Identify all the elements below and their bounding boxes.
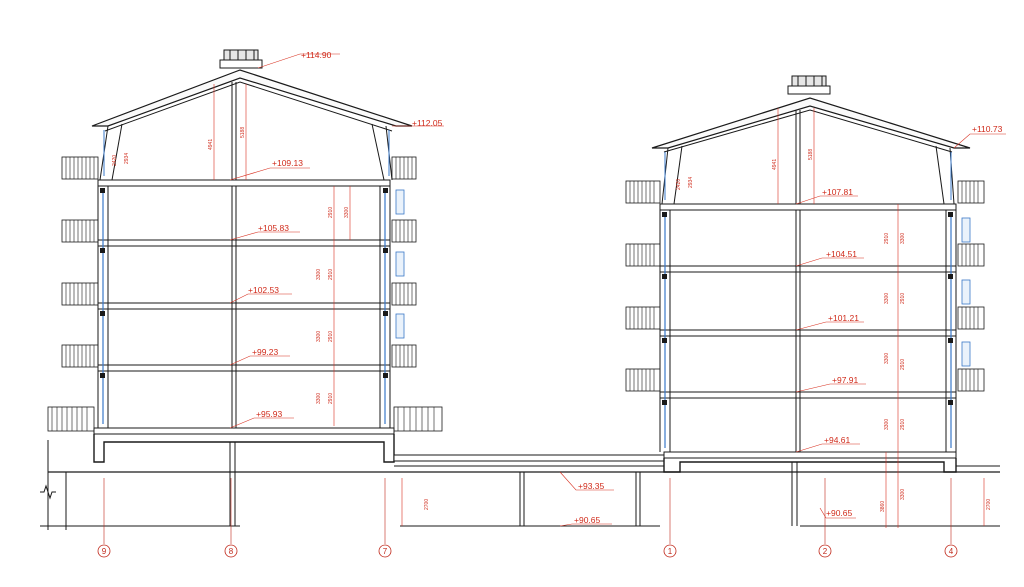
elevation-101-21: +101.21: [828, 313, 859, 323]
dim-2910-left-2: 2910: [328, 269, 334, 280]
elevation-95-93: +95.93: [256, 409, 283, 419]
dim-3300-right-5: 3300: [900, 489, 906, 500]
dim-3300-left-3: 3300: [316, 331, 322, 342]
dim-4941-left: 4941: [208, 139, 214, 150]
elevation-102-53: +102.53: [248, 285, 279, 295]
right-balconies-east: [957, 180, 985, 392]
dim-2910-right-1: 2910: [884, 233, 890, 244]
elevation-110-73: +110.73: [972, 124, 1003, 134]
dim-2910-left-4: 2910: [328, 393, 334, 404]
svg-text:9: 9: [102, 547, 107, 556]
axis-marker-7: 7: [378, 544, 392, 558]
elevation-104-51: +104.51: [826, 249, 857, 259]
dim-2934-left: 2934: [124, 153, 130, 164]
elevation-labels: +114.90 +112.05 +109.13 +105.83 +102.53 …: [248, 50, 1003, 525]
elevation-107-81: +107.81: [822, 187, 853, 197]
dimension-labels: 4941 5188 2420 2934 2910 3300 3300 2910 …: [112, 127, 992, 512]
dim-2910-left-1: 2910: [328, 207, 334, 218]
left-building: [47, 49, 443, 526]
dim-2910-right-3: 2910: [900, 359, 906, 370]
dim-3860-right: 3860: [880, 501, 886, 512]
right-balconies-west: [625, 180, 661, 392]
right-slabs: [659, 203, 957, 459]
right-roof: [651, 97, 971, 149]
elevation-99-23: +99.23: [252, 347, 279, 357]
left-chimney: [223, 49, 259, 61]
dim-2420-right: 2420: [676, 179, 682, 190]
dim-2934-right: 2934: [688, 177, 694, 188]
axis-marker-2: 2: [818, 544, 832, 558]
left-balconies-west: [47, 156, 99, 432]
elevation-112-05: +112.05: [412, 118, 443, 128]
dim-2700-left: 2700: [424, 499, 430, 510]
axis-marker-1: 1: [663, 544, 677, 558]
dim-2910-right-2: 2910: [900, 293, 906, 304]
elevation-97-91: +97.91: [832, 375, 859, 385]
elevation-93-35: +93.35: [578, 481, 605, 491]
svg-text:4: 4: [949, 547, 954, 556]
svg-text:8: 8: [229, 547, 234, 556]
axis-marker-9: 9: [97, 544, 111, 558]
svg-text:1: 1: [668, 547, 673, 556]
axis-marker-8: 8: [224, 544, 238, 558]
dim-5188-left: 5188: [240, 127, 246, 138]
dim-2700-right: 2700: [986, 499, 992, 510]
elevation-105-83: +105.83: [258, 223, 289, 233]
dim-3300-left-2: 3300: [316, 269, 322, 280]
dim-3300-right-3: 3300: [884, 353, 890, 364]
dim-3300-right-2: 3300: [884, 293, 890, 304]
dim-5188-right: 5188: [808, 149, 814, 160]
dim-3300-left-4: 3300: [316, 393, 322, 404]
dimension-lines: [213, 84, 985, 528]
axis-marker-4: 4: [944, 544, 958, 558]
elevation-90-65-mid: +90.65: [574, 515, 601, 525]
dim-3300-right-1: 3300: [900, 233, 906, 244]
dim-3300-right-4: 3300: [884, 419, 890, 430]
ground-break: [40, 440, 240, 530]
right-chimney: [791, 75, 827, 87]
connector-block: [393, 454, 1000, 527]
dim-2910-right-4: 2910: [900, 419, 906, 430]
left-roof: [91, 69, 413, 127]
svg-text:2: 2: [823, 547, 828, 556]
elevation-94-61: +94.61: [824, 435, 851, 445]
dim-2420-left: 2420: [112, 155, 118, 166]
dim-3300-left-1: 3300: [344, 207, 350, 218]
elevation-marks: [229, 53, 1006, 527]
elevation-90-65-right: +90.65: [826, 508, 853, 518]
axis-lines: [103, 478, 952, 544]
dim-4941-right: 4941: [772, 159, 778, 170]
elevation-109-13: +109.13: [272, 158, 303, 168]
svg-text:7: 7: [383, 547, 388, 556]
axis-markers: 9 8 7 1 2 4: [97, 544, 958, 558]
right-building: [625, 75, 1000, 527]
dim-2910-left-3: 2910: [328, 331, 334, 342]
elevation-114-90: +114.90: [301, 50, 332, 60]
